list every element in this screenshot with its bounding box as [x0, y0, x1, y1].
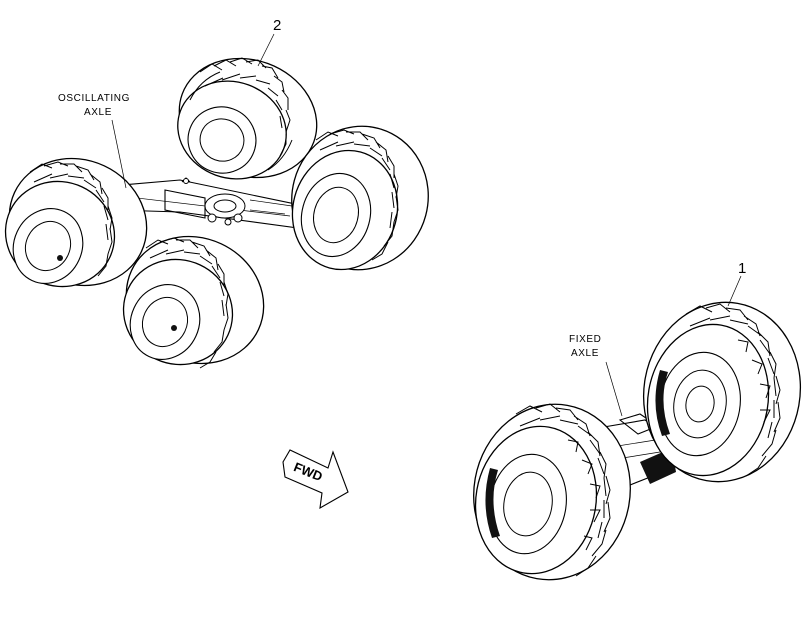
callout-2-number: 2 — [273, 17, 281, 34]
oscillating-axle-beam — [109, 177, 301, 229]
fwd-arrow-label: FWD — [292, 459, 325, 484]
forward-direction-arrow: FWD — [282, 449, 349, 510]
tire-fixed-front — [473, 403, 631, 581]
callout-1-leader — [727, 275, 742, 307]
tire-oscillating-right — [291, 125, 429, 271]
tire-oscillating-bottom — [122, 235, 265, 369]
oscillating-axle-label-line1: OSCILLATING — [58, 93, 130, 104]
oscillating-axle-assembly — [4, 33, 429, 369]
tire-fixed-rear — [642, 301, 802, 483]
tire-oscillating-top — [177, 57, 318, 180]
oscillating-axle-leader — [111, 119, 127, 189]
callout-1-number: 1 — [738, 260, 746, 277]
fixed-axle-leader — [605, 361, 623, 417]
fixed-axle-label-line1: FIXED — [569, 334, 601, 345]
fixed-axle-label-line2: AXLE — [571, 348, 599, 359]
oscillating-axle-label-line2: AXLE — [84, 107, 112, 118]
tire-oscillating-left — [4, 157, 148, 288]
callout-2-leader — [257, 33, 275, 67]
fixed-axle-assembly — [473, 275, 802, 581]
